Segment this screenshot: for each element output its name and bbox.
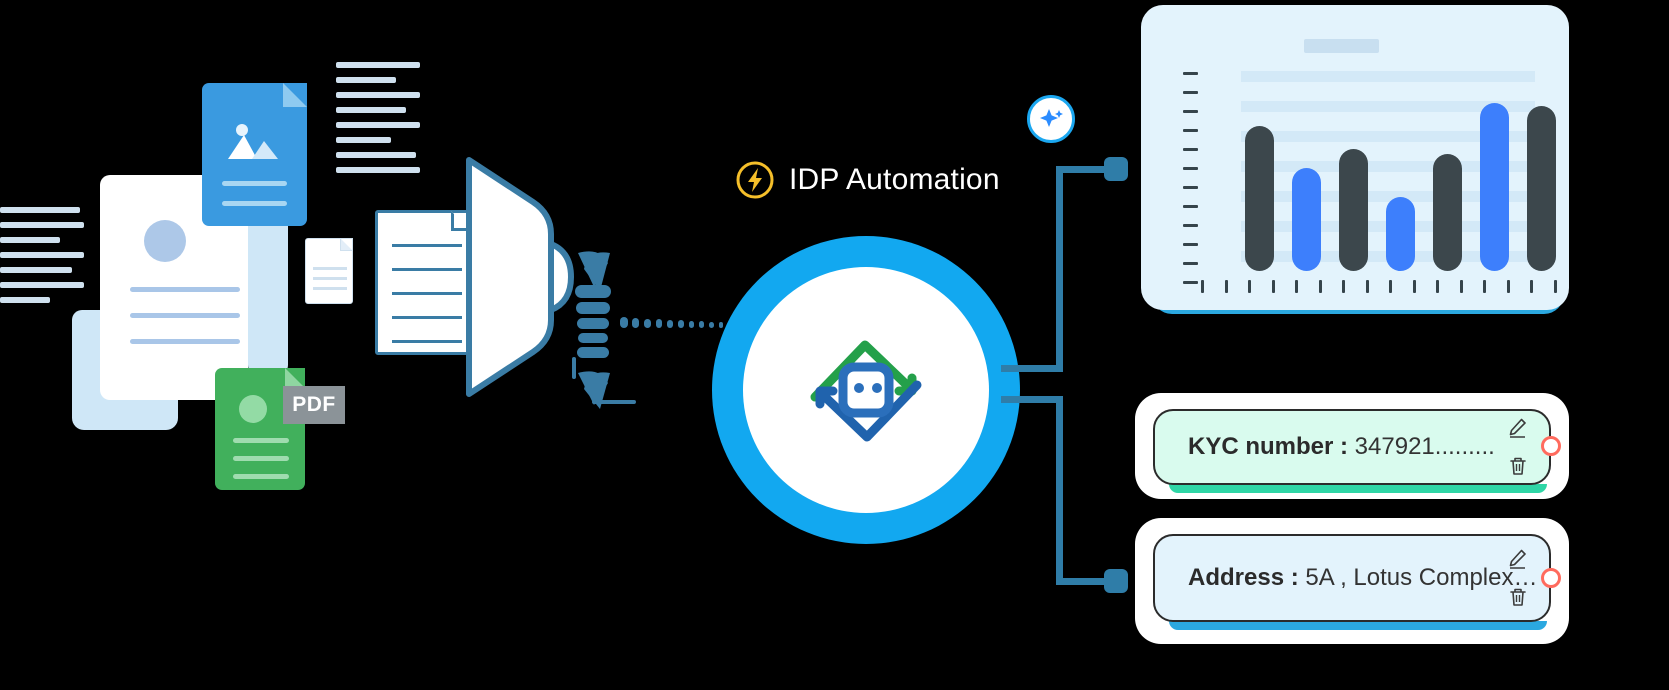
chart-output-card[interactable] xyxy=(1141,5,1569,310)
kyc-card-knob[interactable] xyxy=(1541,436,1561,456)
address-card-inner: Address : 5A , Lotus Complex… xyxy=(1153,534,1551,622)
idp-automation-text: IDP Automation xyxy=(789,163,1000,196)
chart-plot-area xyxy=(1183,68,1557,293)
connector-to-address-v xyxy=(1056,396,1063,585)
kyc-card-inner: KYC number : 347921......... xyxy=(1153,409,1551,485)
idp-core-inner xyxy=(743,267,989,513)
picture-glyph-icon xyxy=(228,124,278,159)
funnel-intake-icon xyxy=(466,157,574,397)
chart-title-placeholder xyxy=(1304,39,1379,53)
connector-to-chart-v xyxy=(1056,166,1063,372)
chart-bar xyxy=(1339,149,1368,271)
chart-bar xyxy=(1480,103,1509,271)
connector-to-chart-h2 xyxy=(1056,166,1118,173)
decorative-text-block-left xyxy=(0,207,84,312)
page-fold-corner xyxy=(283,83,307,107)
image-document-icon xyxy=(202,83,307,226)
pdf-badge: PDF xyxy=(283,386,345,424)
address-card-accent xyxy=(1169,621,1547,630)
connector-dot-chart xyxy=(1104,157,1128,181)
chart-bar xyxy=(1292,168,1321,271)
pencil-edit-icon[interactable] xyxy=(1507,417,1529,439)
address-field-label: Address : xyxy=(1188,564,1299,591)
pencil-edit-icon[interactable] xyxy=(1507,548,1529,570)
small-document-icon xyxy=(305,238,353,304)
backdrop-card-strip xyxy=(248,215,288,375)
trash-delete-icon[interactable] xyxy=(1507,455,1529,477)
chart-bar xyxy=(1433,154,1462,271)
kyc-card-actions xyxy=(1507,417,1529,477)
avatar xyxy=(144,220,186,262)
sparkle-glyph-icon xyxy=(1040,109,1063,127)
connector-to-address-h2 xyxy=(1056,578,1118,585)
compression-spring-icon xyxy=(572,251,723,409)
connector-to-address-h1 xyxy=(1001,396,1063,403)
address-card-knob[interactable] xyxy=(1541,568,1561,588)
lightning-bolt-icon xyxy=(736,161,774,199)
address-field-text: Address : 5A , Lotus Complex… xyxy=(1155,564,1537,592)
address-output-card[interactable]: Address : 5A , Lotus Complex… xyxy=(1135,518,1569,644)
chart-bar xyxy=(1386,197,1415,271)
address-field-value: 5A , Lotus Complex… xyxy=(1298,564,1538,591)
kyc-field-text: KYC number : 347921......... xyxy=(1155,433,1495,461)
kyc-field-value: 347921......... xyxy=(1348,433,1495,460)
kyc-field-label: KYC number : xyxy=(1188,433,1349,460)
idp-core-node[interactable] xyxy=(712,236,1020,544)
idp-cycle-robot-logo xyxy=(810,340,922,442)
kyc-output-card[interactable]: KYC number : 347921......... xyxy=(1135,393,1569,499)
connector-to-chart-h1 xyxy=(1001,365,1063,372)
trash-delete-icon[interactable] xyxy=(1507,586,1529,608)
idp-automation-label: IDP Automation xyxy=(735,160,1000,200)
address-card-actions xyxy=(1507,548,1529,608)
connector-dot-address xyxy=(1104,569,1128,593)
chart-bar xyxy=(1527,106,1556,271)
decorative-text-block-top xyxy=(336,62,420,182)
ai-sparkle-icon[interactable] xyxy=(1027,95,1075,143)
chart-bar xyxy=(1245,126,1274,271)
kyc-card-accent xyxy=(1169,484,1547,493)
